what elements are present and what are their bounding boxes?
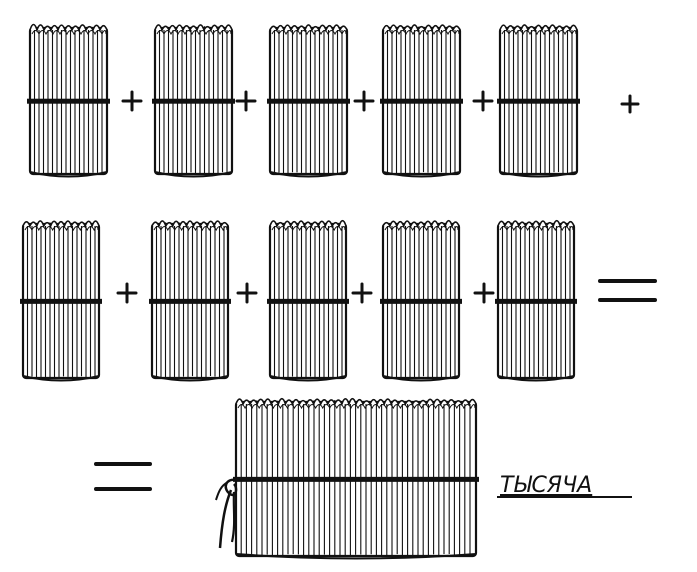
equals-sign (598, 279, 657, 302)
stick-bundle (380, 219, 462, 382)
bundle-row-2 (20, 219, 657, 382)
plus-sign (351, 282, 373, 304)
plus-sign (121, 90, 143, 112)
equals-sign (94, 462, 152, 491)
stick-bundle (152, 24, 235, 178)
stick-bundle (149, 220, 231, 382)
stick-bundle (380, 24, 463, 178)
stick-bundle (267, 219, 349, 382)
plus-sign (620, 94, 640, 114)
result-label: ТЫСЯЧА (500, 473, 592, 498)
stick-bundle (497, 24, 580, 178)
plus-sign (236, 282, 258, 304)
stick-bundle (233, 397, 479, 560)
plus-sign (353, 90, 375, 112)
stick-bundle (495, 219, 577, 382)
stick-bundle (27, 23, 110, 178)
stick-bundle (267, 24, 350, 178)
bundle-row-1 (27, 23, 640, 178)
plus-sign (472, 90, 494, 112)
result-group (94, 397, 479, 560)
knot-ends (215, 478, 238, 549)
stick-bundle (20, 220, 102, 382)
plus-sign (235, 90, 257, 112)
plus-sign (116, 282, 138, 304)
plus-sign (473, 282, 495, 304)
